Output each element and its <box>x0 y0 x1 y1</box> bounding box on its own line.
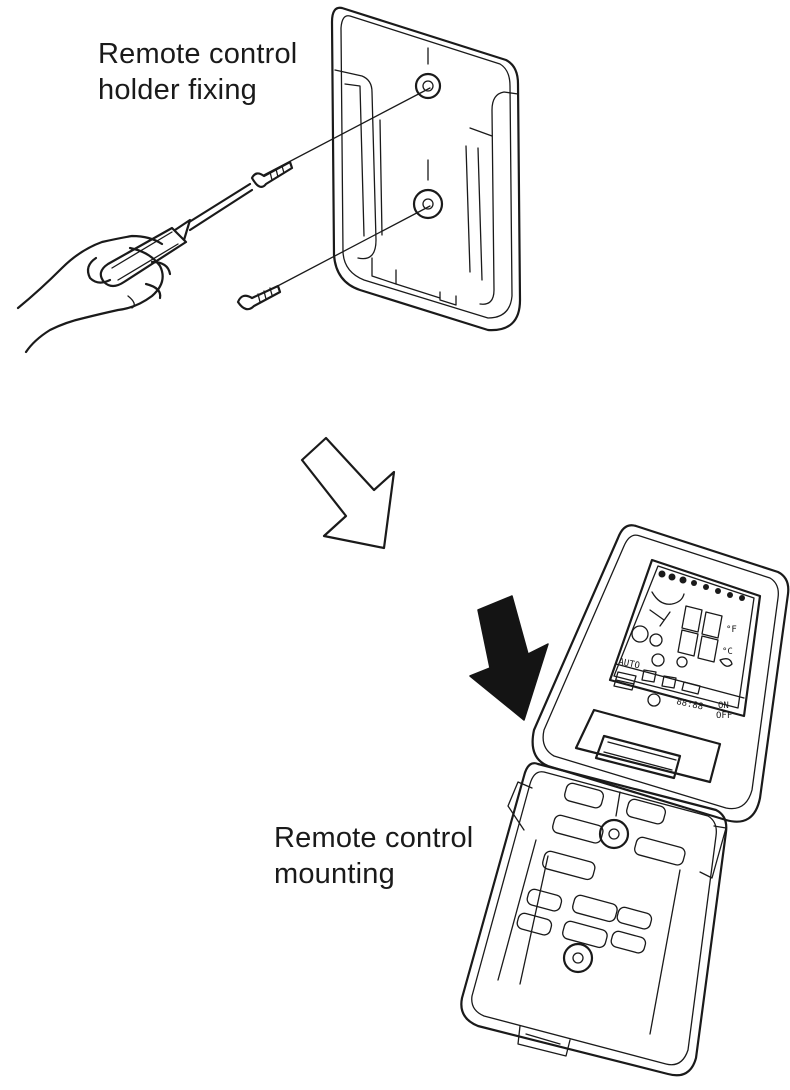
remote-mounting-label-line2: mounting <box>274 858 395 890</box>
lcd-auto: AUTO <box>617 657 640 671</box>
lcd-timer: 88:88 <box>675 697 704 712</box>
next-step-arrow-icon <box>300 436 396 550</box>
lcd-off: OFF <box>716 711 732 721</box>
remote-mounting-label-line1: Remote control <box>274 822 474 854</box>
screwdriver-icon <box>99 182 254 288</box>
hand-illustration <box>16 234 172 354</box>
lcd-display: °F °C AUTO 88:88 ON OFF <box>613 570 745 721</box>
guide-line-lower <box>269 205 431 291</box>
holder-fixing-label-line1: Remote control <box>98 38 298 70</box>
holder-fixing-label-line2: holder fixing <box>98 74 257 106</box>
remote-mounting-label: Remote control mounting <box>274 820 473 892</box>
holder-fixing-label: Remote control holder fixing <box>98 36 297 108</box>
remote-holder-illustration <box>330 6 522 332</box>
insert-direction-arrow-icon <box>469 595 549 721</box>
screw-upper-icon <box>250 160 294 188</box>
remote-in-holder-illustration: °F °C AUTO 88:88 ON OFF <box>460 524 790 1077</box>
lcd-on: ON <box>718 701 729 711</box>
lcd-unit-f: °F <box>726 625 737 635</box>
screw-lower-icon <box>236 284 282 311</box>
lcd-unit-c: °C <box>722 647 733 657</box>
